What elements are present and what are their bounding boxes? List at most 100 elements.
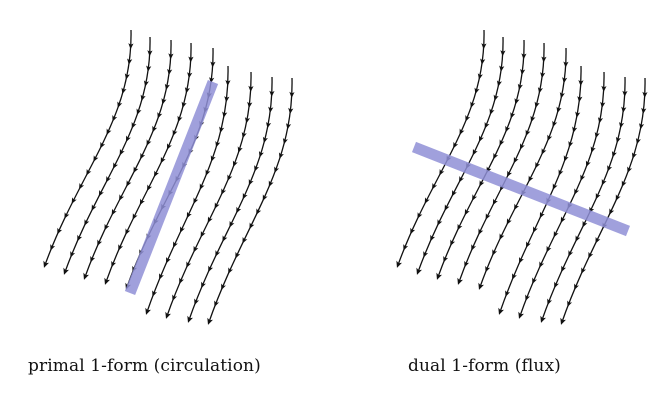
flow-arrow-icon xyxy=(601,85,607,92)
primal-caption: primal 1-form (circulation) xyxy=(28,356,261,376)
flow-arrow-icon xyxy=(57,227,63,235)
flow-arrow-icon xyxy=(242,192,248,200)
flow-arrow-icon xyxy=(453,141,459,149)
flow-arrow-icon xyxy=(499,139,505,146)
flow-arrow-icon xyxy=(228,267,234,274)
flow-arrow-icon xyxy=(559,92,565,99)
flow-arrow-icon xyxy=(160,156,166,164)
flow-arrow-icon xyxy=(119,194,125,201)
flow-arrow-icon xyxy=(457,223,463,231)
flow-arrow-icon xyxy=(121,87,127,95)
flow-arrow-icon xyxy=(514,203,520,211)
flow-arrow-icon xyxy=(254,165,260,172)
flow-arrow-icon xyxy=(621,180,627,187)
flow-arrow-icon xyxy=(127,58,133,65)
flow-arrow-icon xyxy=(615,136,621,144)
flow-arrow-icon xyxy=(207,216,213,224)
flow-arrow-icon xyxy=(472,194,478,201)
flow-arrow-icon xyxy=(537,87,543,94)
flow-arrow-icon xyxy=(235,251,241,259)
flow-arrow-icon xyxy=(242,237,248,244)
flow-arrow-icon xyxy=(552,120,558,128)
flow-arrow-icon xyxy=(627,166,633,174)
flow-arrow-icon xyxy=(90,255,96,263)
flux-bar xyxy=(411,141,631,237)
flow-arrow-icon xyxy=(464,260,470,268)
flow-arrow-icon xyxy=(575,235,581,242)
flow-arrow-icon xyxy=(519,256,524,264)
flow-arrow-icon xyxy=(465,115,471,122)
flow-arrow-icon xyxy=(532,277,538,285)
flow-arrow-icon xyxy=(489,108,495,115)
flow-arrow-icon xyxy=(578,79,584,87)
flow-arrow-icon xyxy=(631,152,637,159)
flow-arrow-icon xyxy=(507,170,513,178)
flow-arrow-icon xyxy=(126,135,131,143)
flow-arrow-icon xyxy=(588,251,594,259)
flow-arrow-icon xyxy=(458,176,465,183)
flow-arrow-icon xyxy=(214,202,220,209)
flow-arrow-icon xyxy=(70,251,76,258)
flow-arrow-icon xyxy=(417,212,423,219)
flow-arrow-icon xyxy=(471,244,477,251)
flow-arrow-icon xyxy=(518,311,524,319)
flow-arrow-icon xyxy=(547,298,553,306)
flow-arrow-icon xyxy=(553,231,559,238)
flow-arrow-icon xyxy=(288,107,294,115)
flow-arrow-icon xyxy=(581,267,587,274)
flow-arrow-icon xyxy=(546,245,552,253)
flow-arrow-icon xyxy=(567,300,573,307)
flow-arrow-icon xyxy=(71,197,77,204)
flow-arrow-icon xyxy=(43,260,50,268)
flow-arrow-icon xyxy=(528,175,534,183)
flow-arrow-icon xyxy=(172,129,178,137)
flow-arrow-icon xyxy=(97,239,103,247)
flow-arrow-icon xyxy=(594,131,600,139)
flow-arrow-icon xyxy=(474,87,480,95)
flow-arrow-icon xyxy=(525,294,531,301)
flow-arrow-icon xyxy=(146,139,152,146)
flow-arrow-icon xyxy=(496,80,502,87)
flow-arrow-icon xyxy=(93,155,99,162)
flow-arrow-icon xyxy=(574,283,579,291)
flow-arrow-icon xyxy=(154,170,160,178)
flow-arrow-icon xyxy=(540,315,546,323)
flow-arrow-icon xyxy=(493,152,499,160)
flow-arrow-icon xyxy=(177,115,183,123)
flow-arrow-icon xyxy=(179,277,185,285)
flow-arrow-icon xyxy=(200,231,206,238)
flow-arrow-icon xyxy=(639,123,645,130)
primal-panel xyxy=(43,29,295,325)
flow-arrow-icon xyxy=(184,87,190,94)
flow-arrow-icon xyxy=(520,143,525,150)
flow-arrow-icon xyxy=(480,58,486,65)
flow-arrow-icon xyxy=(210,61,216,68)
flow-arrow-icon xyxy=(118,244,124,251)
flow-arrow-icon xyxy=(600,101,606,109)
flow-arrow-icon xyxy=(513,156,519,164)
flow-arrow-icon xyxy=(64,212,70,219)
flow-arrow-icon xyxy=(187,72,193,79)
flow-arrow-icon xyxy=(558,169,564,176)
flow-arrow-icon xyxy=(479,180,485,187)
flow-arrow-icon xyxy=(478,228,484,235)
flow-arrow-icon xyxy=(100,141,106,149)
flow-arrow-icon xyxy=(145,307,151,315)
flow-arrow-icon xyxy=(237,146,243,153)
flow-arrow-icon xyxy=(416,267,423,275)
flow-arrow-icon xyxy=(221,188,227,195)
flow-arrow-icon xyxy=(451,189,457,197)
flow-arrow-icon xyxy=(146,65,152,72)
flow-arrow-icon xyxy=(575,111,581,118)
flow-arrow-icon xyxy=(248,179,254,186)
flow-arrow-icon xyxy=(188,56,194,63)
flow-arrow-icon xyxy=(224,96,230,103)
flow-arrow-icon xyxy=(152,125,158,133)
flow-arrow-icon xyxy=(635,137,641,145)
flow-arrow-icon xyxy=(568,250,574,257)
flow-arrow-icon xyxy=(459,128,465,136)
flow-arrow-icon xyxy=(481,43,487,50)
flow-arrow-icon xyxy=(611,151,617,158)
flow-arrow-icon xyxy=(269,90,275,97)
flow-arrow-icon xyxy=(492,198,498,206)
